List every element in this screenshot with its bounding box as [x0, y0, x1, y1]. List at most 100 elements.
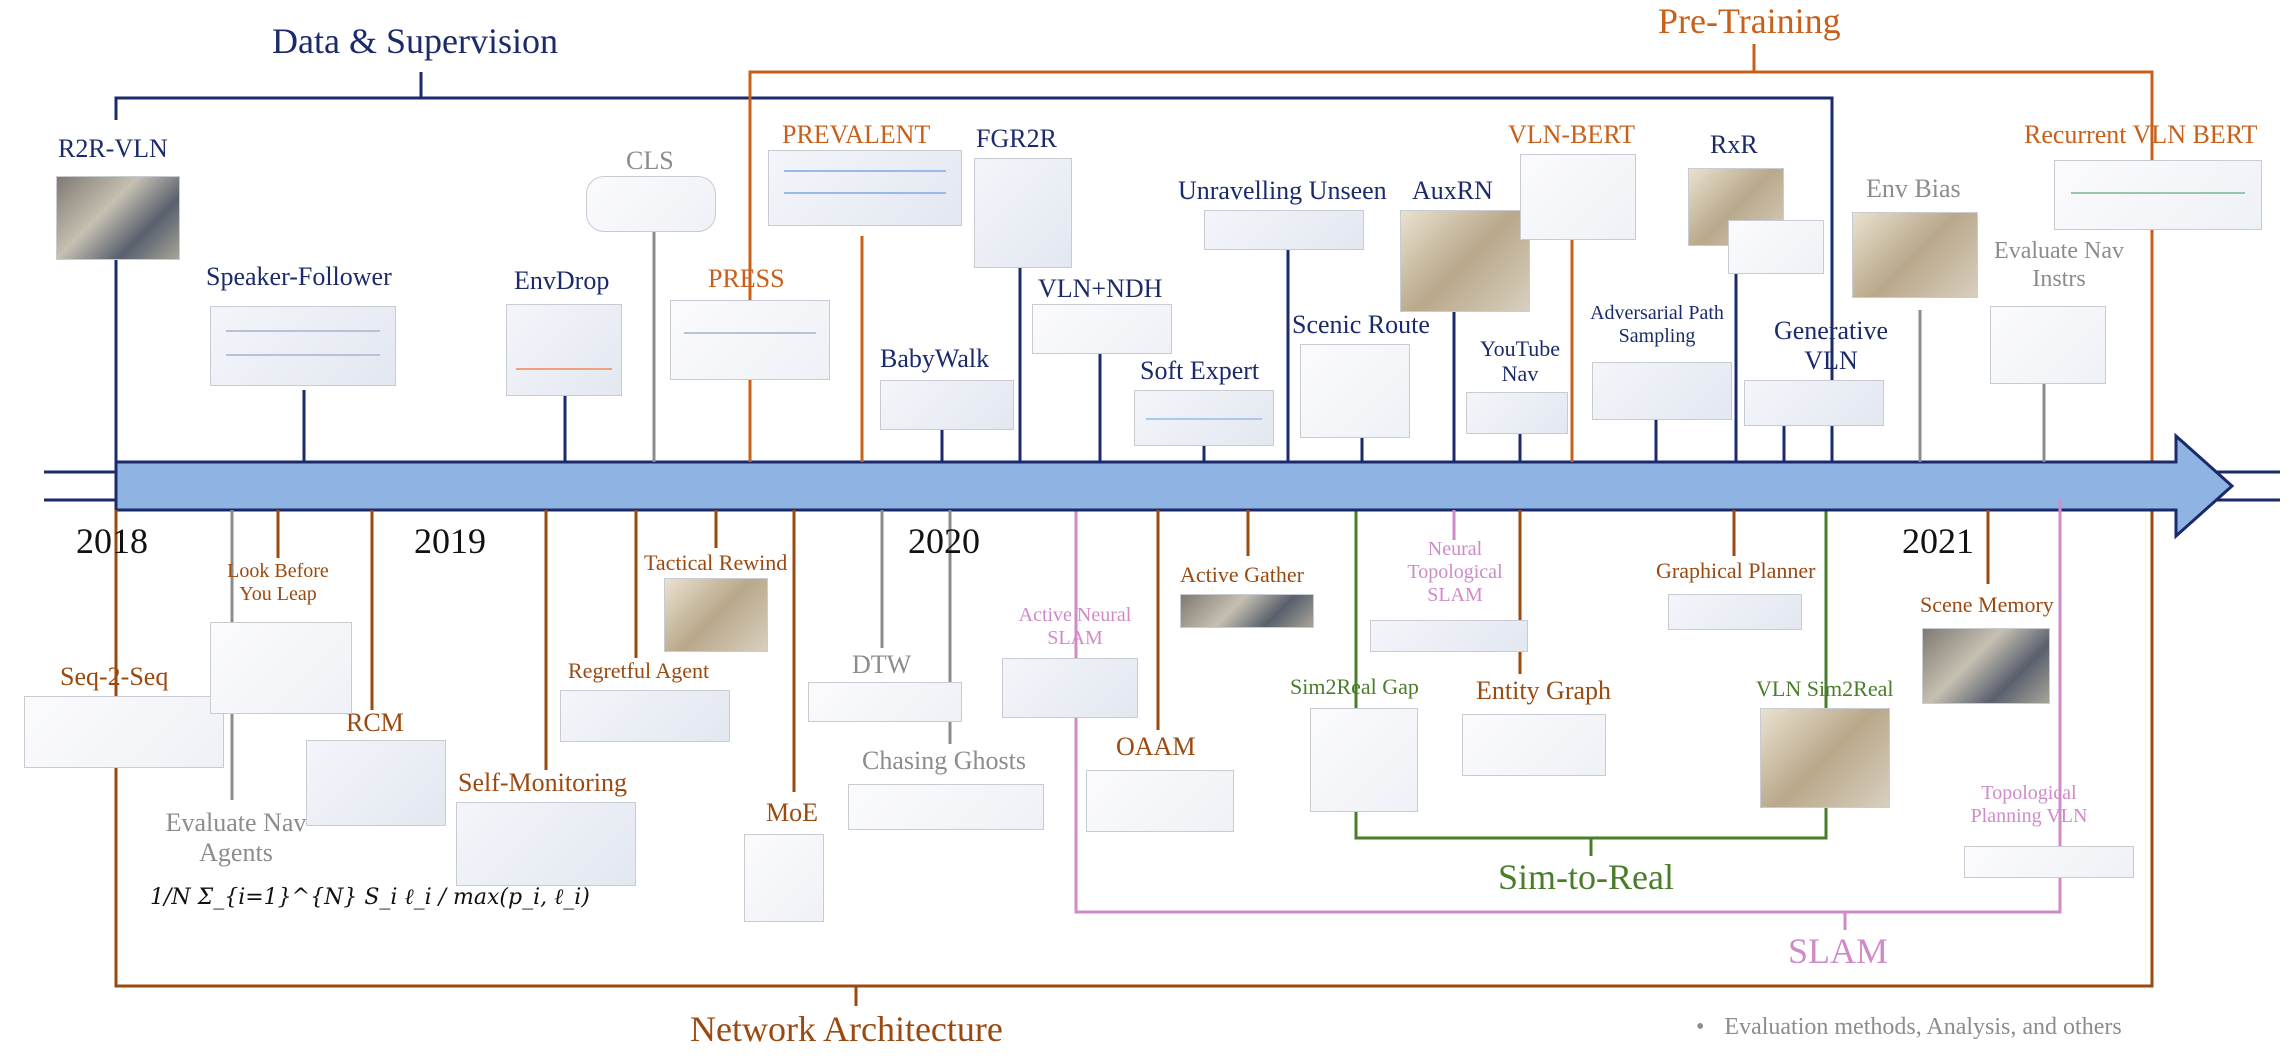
method-label-prevalent: PREVALENT	[782, 120, 931, 149]
year-2018: 2018	[76, 521, 148, 561]
data-supervision-bracket	[114, 72, 1834, 470]
figure-self-monitoring	[456, 802, 636, 886]
year-2020: 2020	[908, 521, 980, 561]
method-label-auxrn: AuxRN	[1412, 176, 1493, 205]
method-label-recurrent-vln-bert: Recurrent VLN BERT	[2024, 120, 2258, 149]
category-slam: SLAM	[1788, 931, 1889, 971]
method-label-oaam: OAAM	[1116, 732, 1196, 761]
method-label-unravelling-unseen: Unravelling Unseen	[1178, 176, 1387, 205]
method-label-adversarial-path-sampling: Adversarial Path Sampling	[1590, 302, 1724, 347]
figure-speaker-follower	[210, 306, 396, 386]
figure-press	[670, 300, 830, 380]
figure-scene-memory	[1922, 628, 2050, 704]
connectors-below	[114, 500, 2062, 800]
figure-r2r-vln	[56, 176, 180, 260]
figure-graphical-planner	[1668, 594, 1802, 630]
figure-envdrop	[506, 304, 622, 396]
method-label-scenic-route: Scenic Route	[1292, 310, 1430, 339]
legend-bullet: •	[1696, 1014, 1705, 1040]
sim-to-real-bracket	[1354, 500, 1828, 856]
figure-youtube-nav	[1466, 392, 1568, 434]
category-network-architecture: Network Architecture	[690, 1009, 1003, 1049]
method-label-seq-2-seq: Seq-2-Seq	[60, 662, 169, 691]
method-label-babywalk: BabyWalk	[880, 344, 990, 373]
pre-training-bracket	[748, 44, 2154, 470]
method-label-chasing-ghosts: Chasing Ghosts	[862, 746, 1026, 775]
figure-active-gather	[1180, 594, 1314, 628]
timeline-arrow	[44, 432, 2280, 540]
method-label-regretful-agent: Regretful Agent	[568, 658, 710, 683]
method-label-moe: MoE	[766, 798, 818, 827]
figure-generative-vln	[1744, 380, 1884, 426]
legend: • Evaluation methods, Analysis, and othe…	[1696, 1014, 2122, 1041]
figure-regretful-agent	[560, 690, 730, 742]
category-pre-training: Pre-Training	[1658, 1, 1841, 41]
figure-scenic-route	[1300, 344, 1410, 438]
method-label-active-neural-slam: Active Neural SLAM	[1018, 604, 1132, 649]
figure-babywalk	[880, 380, 1014, 430]
year-2021: 2021	[1902, 521, 1974, 561]
method-label-look-before-you-leap: Look Before You Leap	[227, 560, 329, 605]
connectors-above	[114, 200, 2046, 462]
method-label-speaker-follower: Speaker-Follower	[206, 262, 392, 291]
method-label-vln-sim2real: VLN Sim2Real	[1756, 676, 1894, 701]
figure-topological-planning-vln	[1964, 846, 2134, 878]
method-label-evaluate-nav-agents: Evaluate Nav Agents	[165, 808, 307, 867]
method-label-scene-memory: Scene Memory	[1920, 592, 2054, 617]
legend-text: Evaluation methods, Analysis, and others	[1724, 1014, 2122, 1040]
method-label-youtube-nav: YouTube Nav	[1479, 336, 1561, 387]
category-sim-to-real: Sim-to-Real	[1498, 857, 1674, 897]
figure-tactical-rewind	[664, 578, 768, 652]
figure-chasing-ghosts	[848, 784, 1044, 830]
method-label-generative-vln: Generative VLN	[1773, 316, 1889, 375]
figure-unravelling-unseen	[1204, 210, 1364, 250]
method-label-press: PRESS	[708, 264, 785, 293]
year-2019: 2019	[414, 521, 486, 561]
figure-vln-ndh	[1032, 304, 1172, 354]
method-label-tactical-rewind: Tactical Rewind	[644, 550, 788, 575]
figure-recurrent-vln-bert	[2054, 160, 2262, 230]
figure-fgr2r	[974, 158, 1072, 268]
method-label-self-monitoring: Self-Monitoring	[458, 768, 627, 797]
figure-auxrn	[1400, 210, 1530, 312]
method-label-graphical-planner: Graphical Planner	[1656, 558, 1816, 583]
figure-moe	[744, 834, 824, 922]
figure-soft-expert	[1134, 390, 1274, 446]
method-label-active-gather: Active Gather	[1180, 562, 1304, 587]
figure-adversarial-path-sampling	[1592, 362, 1732, 420]
method-label-rcm: RCM	[346, 708, 404, 737]
category-data-supervision: Data & Supervision	[272, 21, 558, 61]
figure-rcm	[306, 740, 446, 826]
spl-formula: 1/N Σ_{i=1}^{N} S_i ℓ_i / max(p_i, ℓ_i)	[150, 885, 590, 910]
method-label-r2r-vln: R2R-VLN	[58, 134, 168, 163]
method-label-sim2real-gap: Sim2Real Gap	[1290, 674, 1419, 699]
figure-vln-bert	[1520, 154, 1636, 240]
figure-oaam	[1086, 770, 1234, 832]
figure-prevalent	[768, 150, 962, 226]
method-label-neural-topological-slam: Neural Topological SLAM	[1407, 538, 1503, 606]
figure-env-bias	[1852, 212, 1978, 298]
figure-seq-2-seq	[24, 696, 224, 768]
method-label-cls: CLS	[626, 146, 674, 175]
method-label-vln-bert: VLN-BERT	[1508, 120, 1635, 149]
method-label-fgr2r: FGR2R	[976, 124, 1057, 153]
figure-sim2real-gap	[1310, 708, 1418, 812]
figure-look-before-you-leap	[210, 622, 352, 714]
method-label-soft-expert: Soft Expert	[1140, 356, 1260, 385]
figure-vln-sim2real	[1760, 708, 1890, 808]
figure-evaluate-nav-instrs	[1990, 306, 2106, 384]
method-label-vln-ndh: VLN+NDH	[1038, 274, 1163, 303]
figure-neural-topological-slam	[1370, 620, 1528, 652]
method-label-env-bias: Env Bias	[1866, 174, 1961, 203]
method-label-envdrop: EnvDrop	[514, 266, 610, 295]
figure-dtw	[808, 682, 962, 722]
method-label-topological-planning-vln: Topological Planning VLN	[1970, 782, 2088, 827]
method-label-entity-graph: Entity Graph	[1476, 676, 1612, 705]
method-label-dtw: DTW	[852, 650, 912, 679]
method-label-rxr: RxR	[1710, 130, 1758, 159]
figure-entity-graph	[1462, 714, 1606, 776]
method-label-evaluate-nav-instrs: Evaluate Nav Instrs	[1994, 238, 2124, 292]
figure-cls	[586, 176, 716, 232]
figure-rxr-text	[1728, 220, 1824, 274]
